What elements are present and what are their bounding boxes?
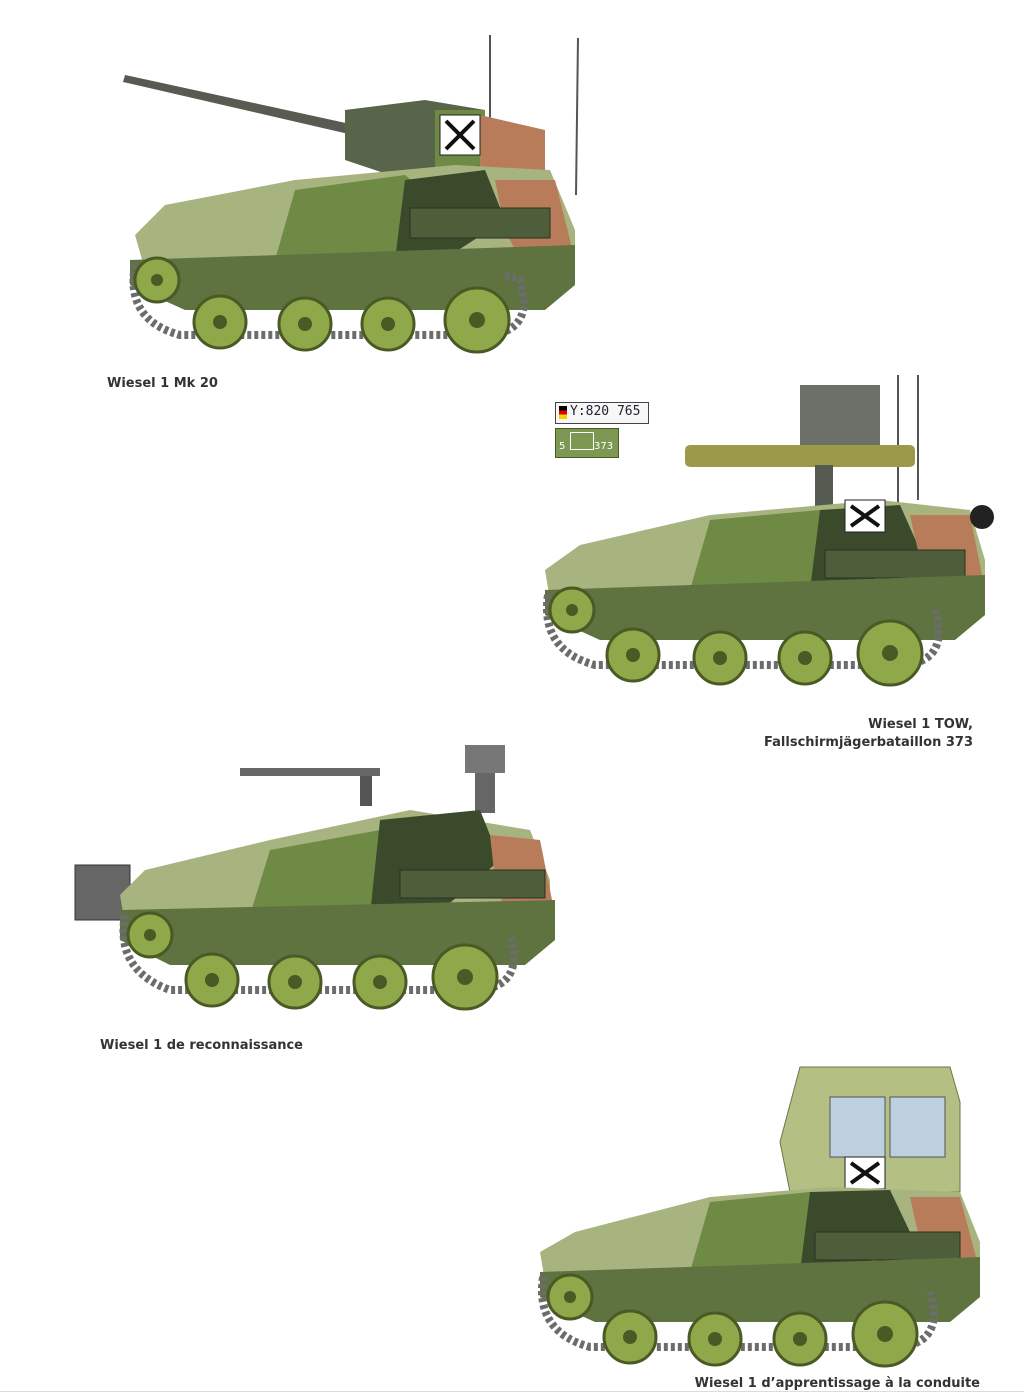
wiesel-tow-illustration [543,375,994,687]
caption-reconnaissance: Wiesel 1 de reconnaissance [100,1038,303,1053]
caption-tow-line2: Fallschirmjägerbataillon 373 [764,735,973,750]
wiesel-driver-training-illustration [538,1066,980,1368]
caption-driver-training: Wiesel 1 d’apprentissage à la conduite [694,1376,980,1391]
airborne-symbol-icon [570,432,594,450]
caption-tow: Wiesel 1 TOW, Fallschirmjägerbataillon 3… [764,716,973,752]
caption-mk20: Wiesel 1 Mk 20 [107,376,218,391]
wiesel-mk20-illustration [123,35,579,354]
german-flag-icon [559,406,567,419]
registration-plate: Y:820 765 [555,402,649,424]
caption-tow-line1: Wiesel 1 TOW, [868,717,973,732]
unit-marking: 5 373 [555,428,619,458]
wiesel-reconnaissance-illustration [74,745,555,1011]
registration-number: Y:820 765 [570,404,641,419]
page-bottom-edge [0,1391,1024,1392]
